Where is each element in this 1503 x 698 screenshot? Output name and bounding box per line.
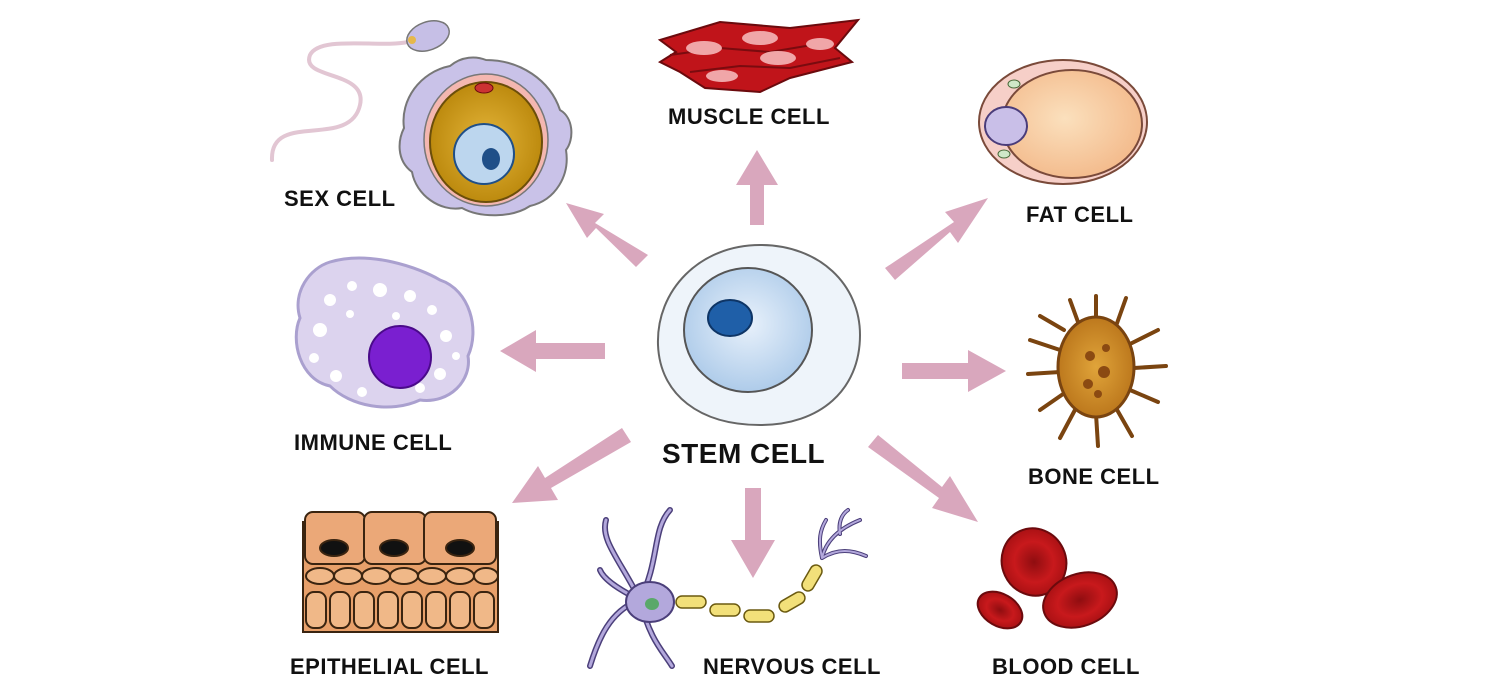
blood-cell-label: BLOOD CELL xyxy=(992,654,1140,679)
arrow-to-sex xyxy=(566,203,648,267)
immune-cell-label: IMMUNE CELL xyxy=(294,430,453,455)
stem-cell-nucleus xyxy=(707,299,753,337)
immune-cell xyxy=(294,256,475,409)
arrow-to-fat xyxy=(885,198,988,280)
bone-cell xyxy=(1026,294,1168,448)
sex-cell-label: SEX CELL xyxy=(284,186,396,211)
fat-cell xyxy=(978,59,1148,185)
arrow-to-nervous xyxy=(731,488,775,578)
bone-cell-label: BONE CELL xyxy=(1028,464,1160,489)
muscle-cell xyxy=(657,18,861,94)
nervous-cell xyxy=(587,507,868,669)
blood-cell xyxy=(976,527,1118,630)
arrow-to-immune xyxy=(500,330,605,372)
muscle-cell-label: MUSCLE CELL xyxy=(668,104,830,129)
nervous-cell-label: NERVOUS CELL xyxy=(703,654,881,679)
fat-cell-label: FAT CELL xyxy=(1026,202,1134,227)
stem-cell xyxy=(656,243,862,427)
epithelial-cell xyxy=(302,511,499,633)
arrow-to-blood xyxy=(868,435,978,522)
arrows xyxy=(500,150,1006,578)
stem-cell-cytoplasm xyxy=(683,267,813,393)
arrow-to-epithelial xyxy=(512,428,631,503)
arrow-to-bone xyxy=(902,350,1006,392)
arrow-to-muscle xyxy=(736,150,778,225)
sex-cell xyxy=(269,20,573,217)
stem-cell-label: STEM CELL xyxy=(662,438,826,469)
epithelial-cell-label: EPITHELIAL CELL xyxy=(290,654,489,679)
